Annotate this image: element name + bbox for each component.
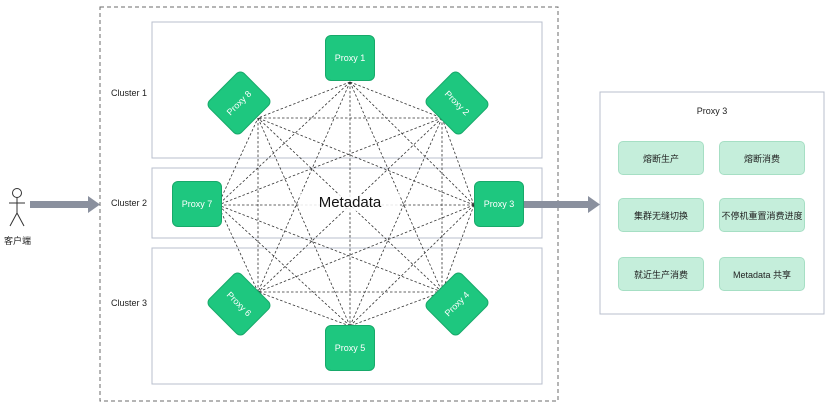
mesh-link <box>349 81 443 119</box>
mesh-link <box>217 204 259 293</box>
feature-nearby-produce-consume: 就近生产消费 <box>618 257 704 291</box>
client-arrow <box>30 196 100 213</box>
mesh-link <box>349 204 475 327</box>
proxy-7-node: Proxy 7 <box>172 181 222 227</box>
mesh-link <box>257 117 475 206</box>
feature-fuse-consume: 熔断消费 <box>719 141 805 175</box>
mesh-link <box>217 204 351 327</box>
proxy-5-node: Proxy 5 <box>325 325 375 371</box>
mesh-link <box>349 117 443 327</box>
mesh-link <box>257 81 351 293</box>
mesh-link <box>257 117 351 327</box>
mesh-link <box>217 81 351 206</box>
mesh-link <box>217 117 443 206</box>
cluster-2-label: Cluster 2 <box>111 198 148 208</box>
feature-reset-offset: 不停机重置消费进度 <box>719 198 805 232</box>
metadata-label: Metadata <box>300 194 400 211</box>
client-icon <box>9 188 25 227</box>
mesh-link <box>349 291 443 327</box>
cluster-1-label: Cluster 1 <box>111 88 148 98</box>
mesh-link <box>441 204 475 293</box>
mesh-link <box>257 81 351 119</box>
proxy-3-node: Proxy 3 <box>474 181 524 227</box>
mesh-link <box>349 81 443 293</box>
detail-panel-title: Proxy 3 <box>696 106 728 116</box>
mesh-link <box>349 81 475 206</box>
feature-metadata-sharing: Metadata 共享 <box>719 257 805 291</box>
mesh-link <box>257 291 351 327</box>
mesh-link <box>441 117 475 206</box>
mesh-link <box>217 117 259 206</box>
mesh-link <box>217 204 443 293</box>
cluster-3-label: Cluster 3 <box>111 298 148 308</box>
feature-cluster-switch: 集群无缝切换 <box>618 198 704 232</box>
proxy-1-node: Proxy 1 <box>325 35 375 81</box>
feature-fuse-produce: 熔断生产 <box>618 141 704 175</box>
mesh-link <box>257 204 475 293</box>
client-label: 客户端 <box>4 236 32 246</box>
detail-arrow <box>524 196 600 213</box>
